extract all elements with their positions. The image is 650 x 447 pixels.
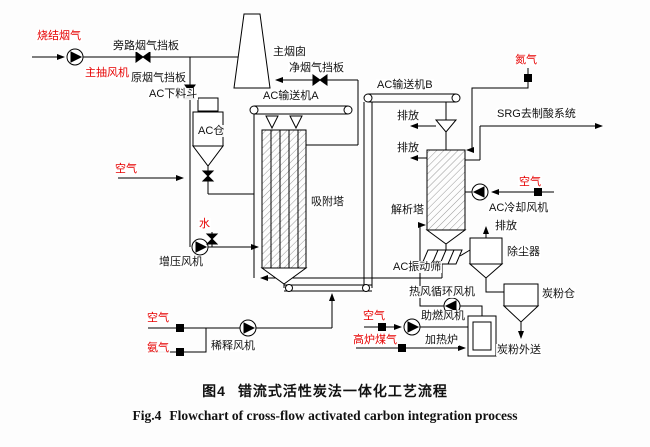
- flowchart-canvas: 烧结烟气 主抽风机 旁路烟气挡板 原烟气挡板 主烟囱 净烟气挡板 AC下料斗 A…: [32, 13, 603, 357]
- main-exhaust-fan-symbol: [66, 48, 84, 66]
- bypass-damper-symbol: [135, 51, 151, 63]
- bucket-elevator-shape: [363, 102, 373, 288]
- ac-cooling-fan-symbol: [471, 183, 489, 201]
- dilution-fan-symbol: [239, 319, 257, 337]
- inlet-block-symbols: [176, 74, 542, 356]
- caption-english: Fig.4 Flowchart of cross-flow activated c…: [0, 408, 650, 424]
- label-air-to-flue: 空气: [114, 163, 138, 175]
- ac-conveyor-a-shape: [249, 105, 353, 115]
- combustion-fan-symbol: [403, 318, 421, 336]
- label-ac-vibrating-screen: AC振动筛: [392, 261, 443, 273]
- label-carbon-powder-out: 炭粉外送: [496, 344, 542, 356]
- label-ac-cooling-fan: AC冷却风机: [488, 202, 550, 214]
- clean-flue-damper-symbol: [312, 74, 328, 86]
- caption-en-figure-number: Fig.4: [132, 408, 162, 423]
- label-ac-conveyor-b: AC输送机B: [376, 79, 434, 91]
- label-vent-dust: 排放: [494, 220, 518, 232]
- caption-chinese: 图4 错流式活性炭法一体化工艺流程: [0, 381, 650, 401]
- fan-symbols: [66, 48, 489, 337]
- label-adsorption-tower: 吸附塔: [310, 196, 345, 208]
- label-air-to-combustion: 空气: [362, 310, 386, 322]
- label-nitrogen: 氮气: [514, 54, 538, 66]
- bottom-conveyor-shape: [284, 284, 372, 292]
- desorption-tower-shape: [425, 119, 467, 245]
- ac-bin-valve-symbol: [201, 170, 215, 182]
- label-clean-flue-gas-damper: 净烟气挡板: [288, 62, 345, 74]
- label-ac-bin: AC仓: [197, 125, 226, 137]
- caption-zh-title: 错流式活性炭法一体化工艺流程: [237, 383, 448, 399]
- label-ammonia: 氨气: [146, 342, 170, 354]
- adsorption-tower-shape: [260, 115, 308, 285]
- label-combustion-fan: 助燃风机: [420, 310, 466, 322]
- label-raw-flue-gas-damper: 原烟气挡板: [130, 72, 187, 84]
- label-carbon-powder-bin: 炭粉仓: [541, 288, 576, 300]
- label-dilution-fan: 稀释风机: [210, 340, 256, 352]
- label-sintering-flue-gas: 烧结烟气: [36, 30, 82, 42]
- main-chimney-shape: [233, 13, 271, 89]
- carbon-powder-bin-shape: [502, 283, 540, 323]
- label-srg-to-acid-system: SRG去制酸系统: [496, 108, 577, 120]
- label-main-exhaust-fan: 主抽风机: [84, 67, 130, 79]
- caption-zh-figure-number: 图4: [202, 383, 226, 399]
- label-bypass-flue-gas-damper: 旁路烟气挡板: [112, 40, 180, 52]
- label-ac-conveyor-a: AC输送机A: [262, 90, 320, 102]
- flowchart-drawing: [32, 13, 603, 357]
- booster-fan-symbol: [191, 238, 209, 256]
- label-vent-top-2: 排放: [396, 142, 420, 154]
- water-valve-symbol: [205, 233, 219, 245]
- label-booster-fan: 增压风机: [158, 256, 204, 268]
- caption-en-title: Flowchart of cross-flow activated carbon…: [169, 408, 518, 423]
- label-desorption-tower: 解析塔: [390, 204, 425, 216]
- label-air-to-dilution: 空气: [146, 312, 170, 324]
- label-vent-top-1: 排放: [396, 110, 420, 122]
- heating-furnace-shape: [467, 315, 497, 357]
- label-main-chimney: 主烟囱: [272, 46, 307, 58]
- label-ac-feed-hopper: AC下料斗: [148, 88, 199, 100]
- ac-conveyor-b-shape: [363, 93, 461, 103]
- label-heating-furnace: 加热炉: [424, 334, 459, 346]
- label-hot-air-circulation-fan: 热风循环风机: [408, 286, 476, 298]
- label-blast-furnace-gas: 高炉煤气: [352, 334, 398, 346]
- label-air-to-cooling: 空气: [518, 176, 542, 188]
- label-water: 水: [198, 218, 211, 230]
- label-dust-remover: 除尘器: [506, 246, 541, 258]
- dust-remover-shape: [468, 237, 504, 279]
